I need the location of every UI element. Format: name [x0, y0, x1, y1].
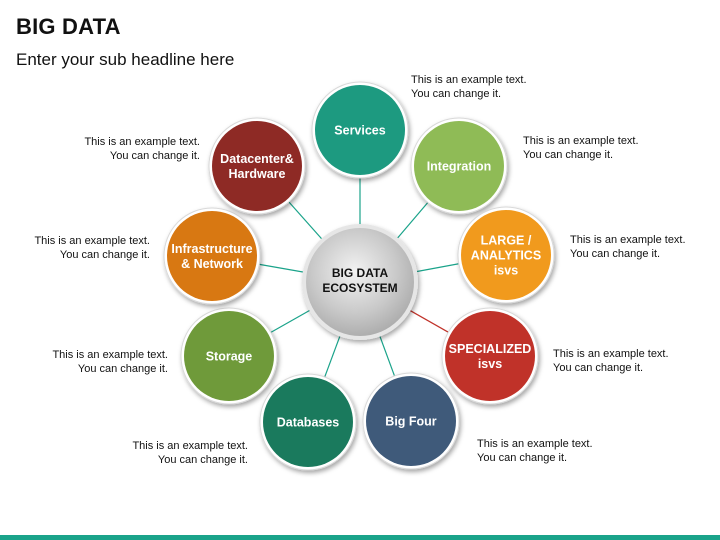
node-storage: Storage [180, 307, 278, 405]
note-line: This is an example text. [132, 440, 248, 452]
node-infrastructure: Infrastructure& Network [163, 207, 261, 305]
node-label-big-four: Big Four [385, 415, 437, 429]
node-label-services: Services [334, 124, 385, 138]
note-line: This is an example text. [84, 136, 200, 148]
note-line: This is an example text. [477, 438, 593, 450]
node-fill-services [315, 85, 405, 175]
note-large-analytics: This is an example text. You can change … [570, 233, 686, 261]
node-fill-infrastructure [167, 211, 257, 301]
note-line: This is an example text. [523, 135, 639, 147]
node-fill-datacenter [212, 121, 302, 211]
node-label-datacenter: Datacenter& [220, 152, 294, 166]
note-line: You can change it. [553, 362, 644, 374]
node-label-specialized: SPECIALIZED [449, 342, 532, 356]
hub-label-line2: ECOSYSTEM [322, 281, 397, 295]
node-label-datacenter: Hardware [229, 167, 286, 181]
note-line: You can change it. [109, 150, 200, 162]
note-storage: This is an example text. You can change … [52, 348, 168, 376]
note-line: You can change it. [570, 248, 661, 260]
note-line: This is an example text. [570, 234, 686, 246]
page-title: BIG DATA [16, 14, 121, 39]
note-line: This is an example text. [411, 74, 527, 86]
node-datacenter: Datacenter&Hardware [208, 117, 306, 215]
note-datacenter: This is an example text. You can change … [84, 135, 200, 163]
node-fill-specialized [445, 311, 535, 401]
node-fill-large-analytics [461, 210, 551, 300]
node-fill-databases [263, 377, 353, 467]
note-line: You can change it. [59, 249, 150, 261]
connector-specialized [410, 310, 451, 334]
hub-inner-circle [306, 228, 414, 336]
page-subtitle: Enter your sub headline here [16, 50, 235, 69]
note-services: This is an example text. You can change … [411, 73, 527, 101]
node-label-large-analytics: ANALYTICS [471, 249, 541, 263]
node-fill-integration [414, 121, 504, 211]
note-integration: This is an example text. You can change … [523, 134, 639, 162]
note-specialized: This is an example text. You can change … [553, 347, 669, 375]
connector-infrastructure [257, 263, 304, 273]
footer-bar [0, 535, 720, 540]
node-databases: Databases [259, 373, 357, 471]
note-infrastructure: This is an example text. You can change … [34, 234, 150, 262]
hub-label-line1: BIG DATA [332, 266, 389, 280]
node-services: Services [311, 81, 409, 179]
note-line: You can change it. [523, 149, 614, 161]
note-line: This is an example text. [52, 349, 168, 361]
node-label-storage: Storage [206, 350, 253, 364]
note-line: You can change it. [477, 452, 568, 464]
note-line: This is an example text. [553, 348, 669, 360]
connector-databases [323, 336, 341, 380]
node-label-large-analytics: LARGE / [481, 234, 532, 248]
node-big-four: Big Four [362, 372, 460, 470]
note-databases: This is an example text. You can change … [132, 439, 248, 467]
hub-group: BIG DATA ECOSYSTEM [302, 224, 418, 340]
note-line: You can change it. [77, 363, 168, 375]
node-label-integration: Integration [427, 160, 492, 174]
connector-integration [397, 200, 430, 239]
node-label-large-analytics: isvs [494, 264, 518, 278]
note-line: You can change it. [157, 454, 248, 466]
node-label-infrastructure: & Network [181, 257, 243, 271]
connector-large-analytics [416, 262, 461, 273]
node-fill-big-four [366, 376, 456, 466]
node-label-infrastructure: Infrastructure [171, 242, 252, 256]
note-line: You can change it. [411, 88, 502, 100]
node-integration: Integration [410, 117, 508, 215]
note-big-four: This is an example text. You can change … [477, 437, 593, 465]
connector-big-four [379, 336, 396, 379]
connector-group [257, 176, 461, 380]
connector-datacenter [287, 200, 322, 239]
node-label-specialized: isvs [478, 357, 502, 371]
connector-storage [268, 309, 310, 334]
note-line: This is an example text. [34, 235, 150, 247]
node-label-databases: Databases [277, 416, 340, 430]
node-fill-storage [184, 311, 274, 401]
